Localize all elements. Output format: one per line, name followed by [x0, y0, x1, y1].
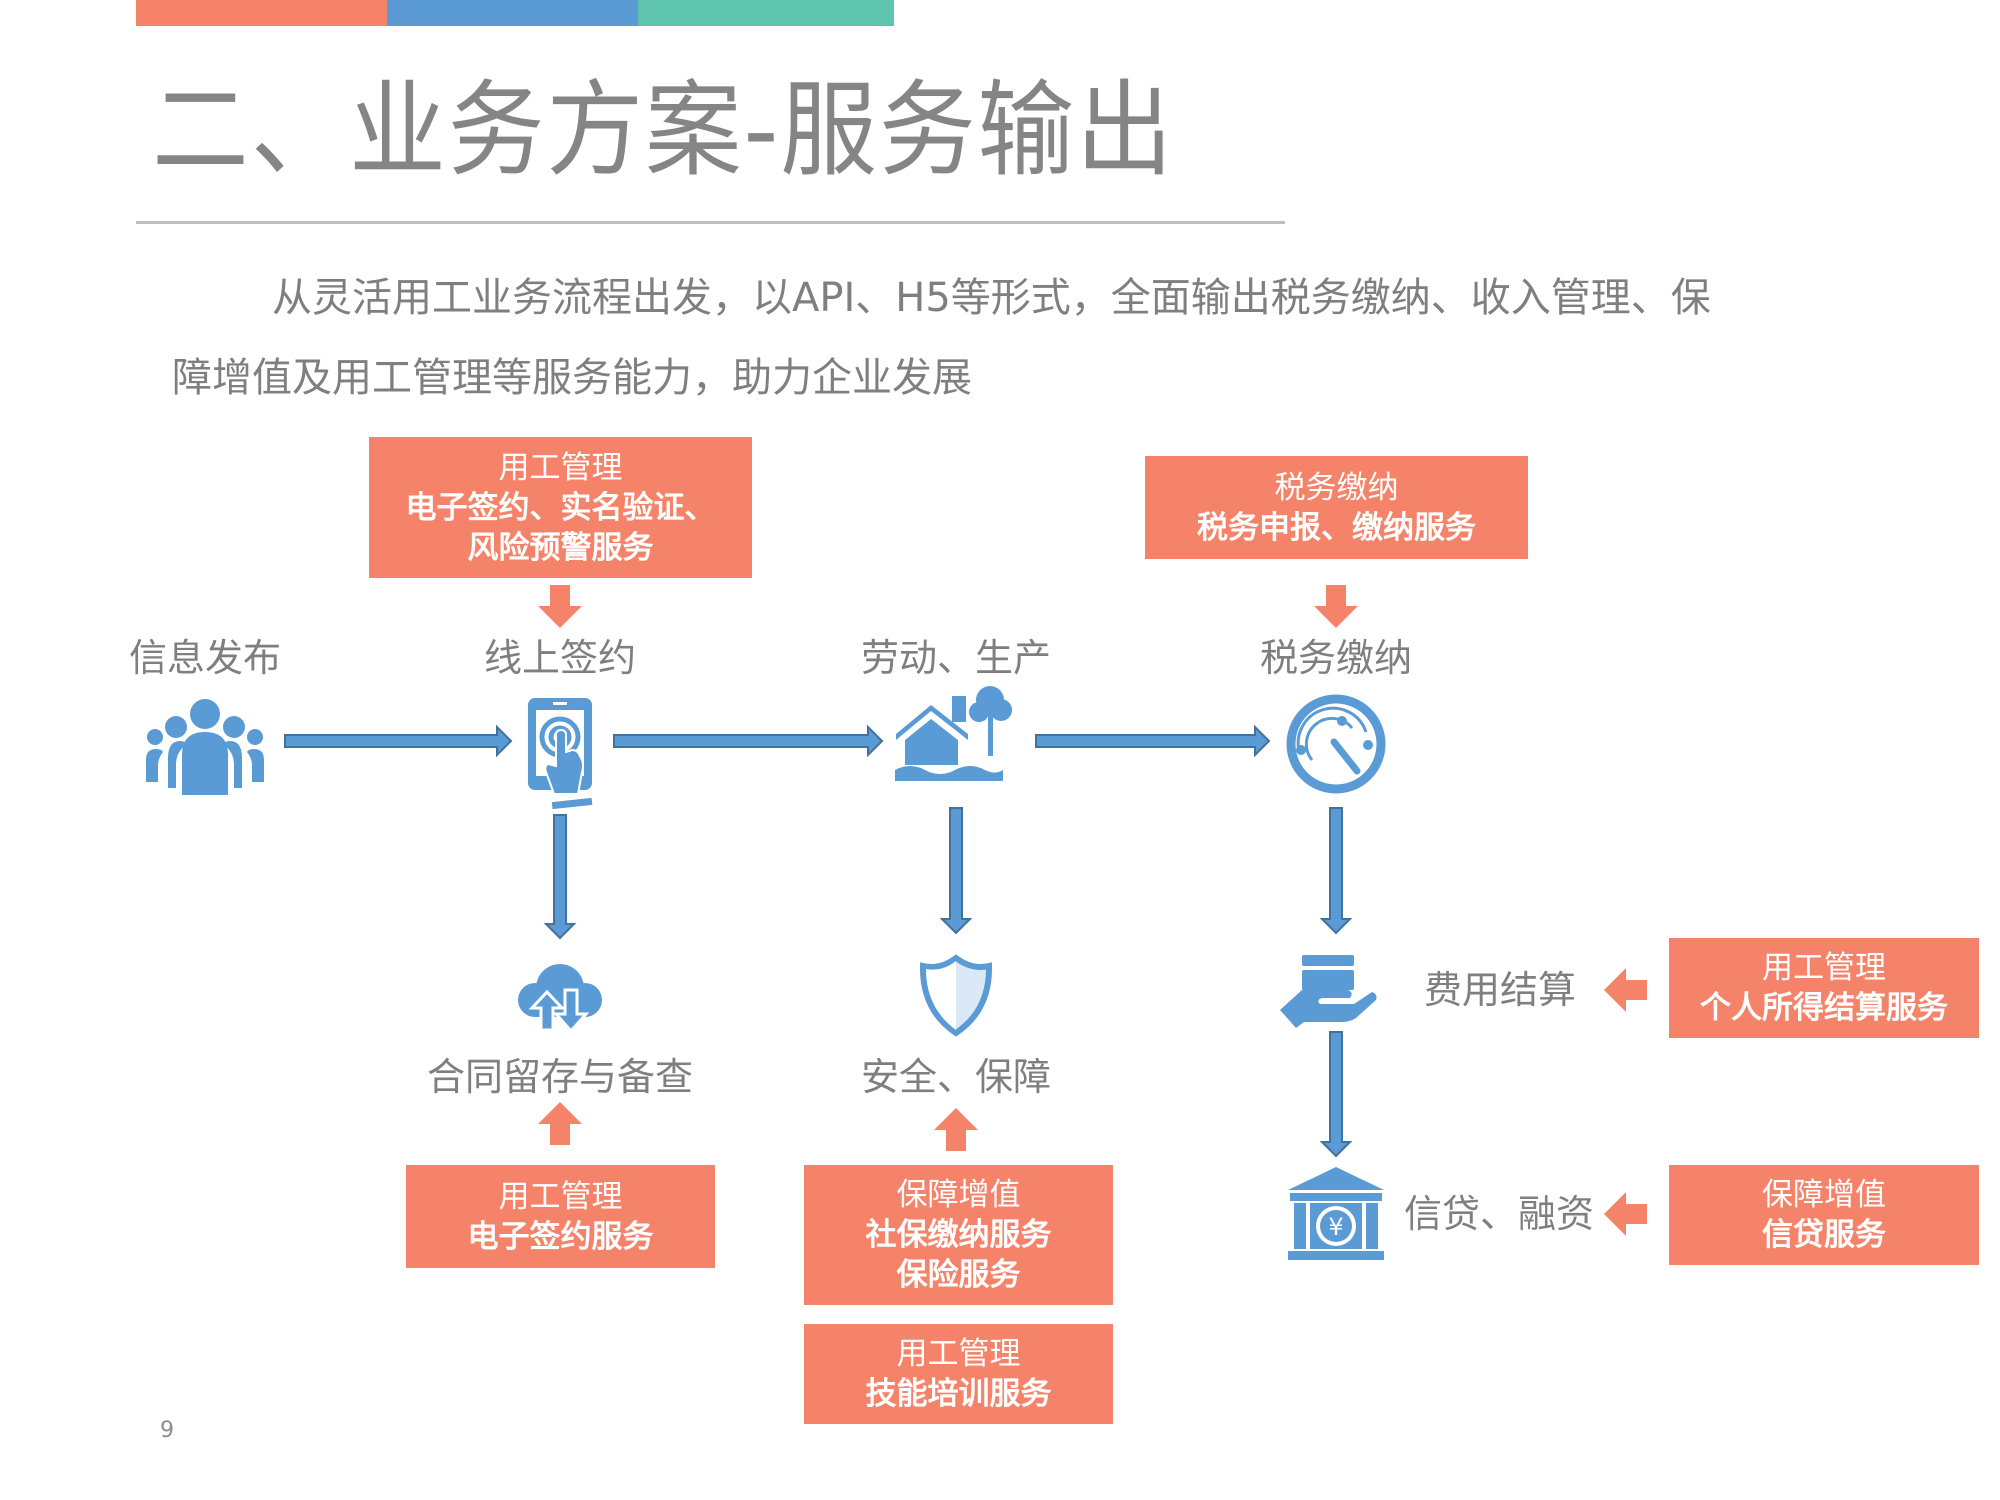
service-box-security: 保障增值 社保缴纳服务 保险服务 [804, 1165, 1113, 1305]
service-line: 个人所得结算服务 [1700, 990, 1948, 1026]
service-title: 保障增值 [896, 1177, 1021, 1213]
service-line: 税务申报、缴纳服务 [1197, 509, 1476, 546]
arrow-publish-to-sign [284, 724, 513, 758]
orange-arrow-down-tax [1314, 585, 1358, 628]
service-title: 用工管理 [498, 449, 623, 486]
step-label-work: 劳动、生产 [860, 636, 1052, 680]
step-label-publish: 信息发布 [128, 636, 282, 680]
house-tree-icon [895, 686, 1012, 781]
service-box-settlement: 用工管理 个人所得结算服务 [1669, 938, 1979, 1038]
output-label-security: 安全、保障 [860, 1055, 1052, 1099]
accent-bar-orange [136, 0, 387, 26]
service-box-contract: 用工管理 电子签约服务 [406, 1165, 715, 1268]
service-title: 用工管理 [1762, 950, 1886, 986]
orange-arrow-down-signing [538, 585, 582, 628]
intro-line-1: 从灵活用工业务流程出发，以API、H5等形式，全面输出税务缴纳、收入管理、保 [272, 275, 1711, 321]
shield-icon [919, 954, 993, 1037]
arrow-work-to-security [939, 807, 973, 935]
service-line: 信贷服务 [1762, 1217, 1886, 1253]
service-box-tax: 税务缴纳 税务申报、缴纳服务 [1145, 456, 1528, 559]
arrow-sign-to-contract [543, 814, 577, 940]
service-box-training: 用工管理 技能培训服务 [804, 1324, 1113, 1424]
gauge-icon [1286, 694, 1386, 794]
accent-bar-blue [387, 0, 638, 26]
service-line: 社保缴纳服务 [865, 1217, 1052, 1253]
step-label-sign: 线上签约 [483, 636, 637, 680]
intro-line-2: 障增值及用工管理等服务能力，助力企业发展 [172, 355, 972, 401]
service-line: 风险预警服务 [467, 529, 654, 566]
accent-bar-teal [638, 0, 894, 26]
orange-arrow-left-credit [1604, 1192, 1647, 1236]
orange-arrow-left-settlement [1604, 968, 1647, 1012]
arrow-sign-to-work [613, 724, 884, 758]
service-title: 用工管理 [896, 1336, 1021, 1372]
service-line: 保险服务 [896, 1257, 1021, 1293]
bank-yuan-icon: ¥ [1288, 1167, 1384, 1260]
arrow-work-to-tax [1035, 724, 1271, 758]
arrow-tax-to-settlement [1319, 807, 1353, 935]
phone-touch-icon [528, 698, 593, 810]
step-label-tax: 税务缴纳 [1259, 636, 1413, 680]
orange-arrow-up-security [934, 1108, 978, 1151]
output-label-settlement: 费用结算 [1424, 968, 1577, 1012]
service-line: 电子签约、实名验证、 [405, 489, 716, 526]
page-title: 二、业务方案-服务输出 [152, 69, 1175, 191]
service-line: 技能培训服务 [865, 1376, 1052, 1412]
card-hand-icon [1280, 955, 1377, 1028]
service-box-credit: 保障增值 信贷服务 [1669, 1165, 1979, 1265]
service-box-signing: 用工管理 电子签约、实名验证、 风险预警服务 [369, 437, 752, 578]
svg-text:¥: ¥ [1328, 1213, 1343, 1241]
service-title: 用工管理 [498, 1178, 623, 1215]
service-line: 电子签约服务 [467, 1218, 654, 1255]
people-group-icon [146, 699, 264, 795]
page-number: 9 [160, 1418, 174, 1443]
service-title: 税务缴纳 [1274, 469, 1399, 506]
cloud-sync-icon [518, 964, 602, 1034]
arrow-settlement-to-credit [1319, 1031, 1353, 1158]
output-label-contract: 合同留存与备查 [426, 1055, 694, 1099]
orange-arrow-up-contract [538, 1102, 582, 1145]
service-title: 保障增值 [1762, 1177, 1886, 1213]
output-label-credit: 信贷、融资 [1404, 1192, 1595, 1236]
title-divider [136, 221, 1285, 224]
